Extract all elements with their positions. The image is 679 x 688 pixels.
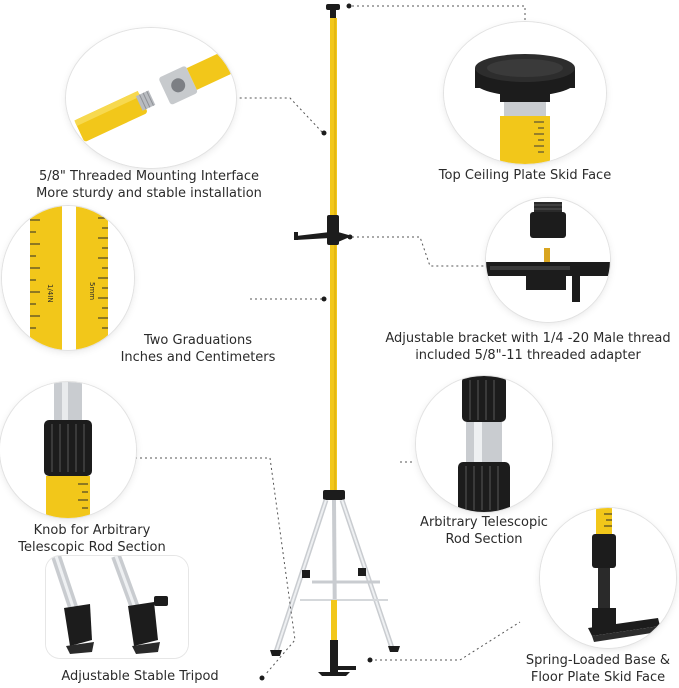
base-label: Spring-Loaded Base & Floor Plate Skid Fa… [525, 653, 671, 685]
threaded-interface-callout [66, 28, 236, 168]
bracket-label: Adjustable bracket with 1/4 -20 Male thr… [385, 331, 671, 363]
graduations-label: Two Graduations Inches and Centimeters [120, 333, 276, 365]
tripod-label: Adjustable Stable Tripod [61, 669, 219, 684]
inch-scale-text: 1/4IN [46, 284, 54, 303]
threaded-interface-label: 5/8" Threaded Mounting Interface More st… [36, 169, 262, 201]
telescopic-callout [416, 376, 552, 512]
knob-callout [0, 382, 136, 518]
telescopic-label: Arbitrary Telescopic Rod Section [420, 515, 548, 547]
tripod-callout [46, 556, 188, 658]
top-plate-callout [444, 22, 606, 164]
bracket-callout [486, 198, 610, 322]
graduations-callout: 1/4IN 5mm [2, 206, 134, 350]
base-callout [540, 508, 676, 648]
mm-scale-text: 5mm [88, 282, 96, 300]
knob-label: Knob for Arbitrary Telescopic Rod Sectio… [18, 523, 166, 555]
top-plate-label: Top Ceiling Plate Skid Face [438, 168, 612, 183]
